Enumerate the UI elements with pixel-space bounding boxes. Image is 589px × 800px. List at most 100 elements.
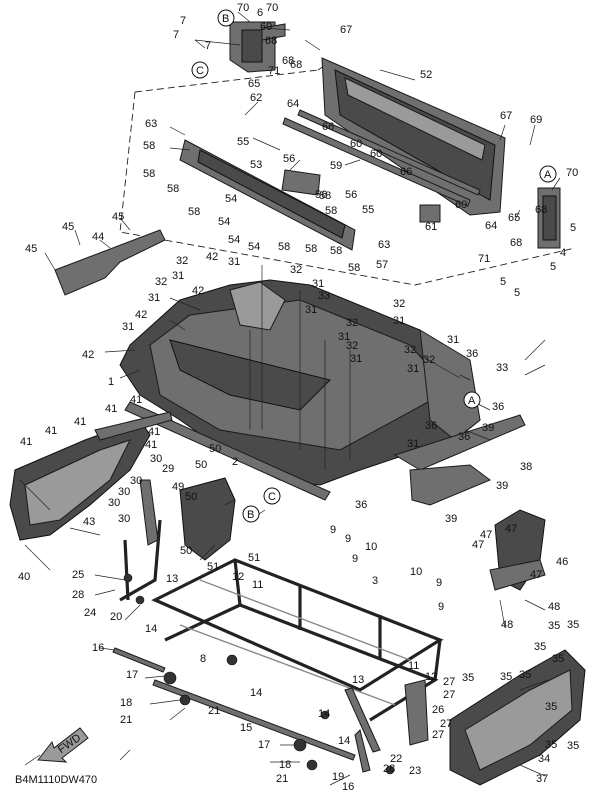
part-number-44: 44 — [92, 231, 104, 243]
part-number-31: 31 — [312, 278, 324, 290]
part-number-35: 35 — [545, 739, 557, 751]
part-number-18: 18 — [279, 759, 291, 771]
cargo-bed — [119, 265, 481, 501]
part-number-7: 7 — [205, 40, 211, 52]
part-number-66: 66 — [322, 121, 334, 133]
part-number-39: 39 — [482, 422, 494, 434]
stabilizer-rod — [152, 679, 356, 761]
part-number-32: 32 — [290, 264, 302, 276]
part-number-13: 13 — [352, 674, 364, 686]
part-number-54: 54 — [218, 216, 230, 228]
hinge-rod — [282, 117, 471, 207]
part-number-35: 35 — [519, 669, 531, 681]
part-number-32: 32 — [404, 344, 416, 356]
part-number-46: 46 — [556, 556, 568, 568]
part-number-3: 3 — [372, 575, 378, 587]
part-number-7: 7 — [180, 15, 186, 27]
part-number-45: 45 — [25, 243, 37, 255]
part-number-47: 47 — [505, 523, 517, 535]
diagram-code: B4M1110DW470 — [15, 774, 97, 786]
part-number-9: 9 — [436, 577, 442, 589]
svg-text:C: C — [196, 65, 204, 77]
part-number-70: 70 — [237, 2, 249, 14]
part-number-58: 58 — [330, 245, 342, 257]
part-number-10: 10 — [365, 541, 377, 553]
part-number-59: 59 — [330, 160, 342, 172]
part-number-41: 41 — [148, 426, 160, 438]
part-number-32: 32 — [393, 298, 405, 310]
part-number-58: 58 — [348, 262, 360, 274]
part-number-36: 36 — [466, 348, 478, 360]
bed-rail — [124, 401, 331, 501]
part-number-40: 40 — [18, 571, 30, 583]
part-number-60: 60 — [350, 138, 362, 150]
part-number-31: 31 — [172, 270, 184, 282]
forward-direction-arrow: FWD — [37, 727, 89, 763]
part-number-11: 11 — [252, 579, 263, 591]
part-number-70: 70 — [566, 167, 578, 179]
part-number-5: 5 — [500, 276, 506, 288]
part-number-31: 31 — [122, 321, 134, 333]
part-number-41: 41 — [105, 403, 117, 415]
part-number-5: 5 — [550, 261, 556, 273]
part-number-19: 19 — [332, 771, 344, 783]
callout-b-top: B — [217, 9, 235, 27]
part-number-58: 58 — [278, 241, 290, 253]
part-number-31: 31 — [447, 334, 459, 346]
part-number-18: 18 — [120, 697, 132, 709]
part-number-35: 35 — [548, 620, 560, 632]
right-fender — [449, 649, 586, 786]
part-number-71: 71 — [478, 253, 490, 265]
part-number-31: 31 — [148, 292, 160, 304]
part-number-20: 20 — [110, 611, 122, 623]
part-number-14: 14 — [318, 708, 330, 720]
part-number-24: 24 — [84, 607, 96, 619]
part-number-42: 42 — [206, 251, 218, 263]
part-number-30: 30 — [150, 453, 162, 465]
part-number-36: 36 — [492, 401, 504, 413]
leader-lines — [19, 11, 561, 786]
part-number-31: 31 — [228, 256, 240, 268]
part-number-10: 10 — [410, 566, 422, 578]
part-number-53: 53 — [250, 159, 262, 171]
part-number-42: 42 — [192, 285, 204, 297]
part-number-67: 67 — [340, 24, 352, 36]
sub-frame — [119, 519, 444, 722]
part-number-60: 60 — [370, 148, 382, 160]
part-number-5: 5 — [570, 222, 576, 234]
part-number-32: 32 — [346, 317, 358, 329]
part-number-27: 27 — [440, 718, 452, 730]
part-number-39: 39 — [445, 513, 457, 525]
part-number-35: 35 — [545, 701, 557, 713]
part-number-27: 27 — [432, 729, 444, 741]
part-number-30: 30 — [118, 513, 130, 525]
part-number-16: 16 — [92, 642, 104, 654]
part-number-58: 58 — [188, 206, 200, 218]
part-number-31: 31 — [393, 315, 405, 327]
part-number-41: 41 — [130, 394, 142, 406]
part-number-69: 69 — [530, 114, 542, 126]
part-number-62: 62 — [250, 92, 262, 104]
part-number-36: 36 — [425, 420, 437, 432]
part-number-55: 55 — [362, 204, 374, 216]
part-number-48: 48 — [501, 619, 513, 631]
part-number-5: 5 — [514, 287, 520, 299]
part-number-14: 14 — [145, 623, 157, 635]
part-number-31: 31 — [305, 304, 317, 316]
part-number-33: 33 — [318, 290, 330, 302]
part-number-56: 56 — [315, 189, 327, 201]
part-number-68: 68 — [290, 59, 302, 71]
part-number-35: 35 — [462, 672, 474, 684]
part-number-47: 47 — [480, 529, 492, 541]
part-number-35: 35 — [534, 641, 546, 653]
part-number-38: 38 — [520, 461, 532, 473]
part-number-56: 56 — [283, 153, 295, 165]
part-number-41: 41 — [145, 439, 157, 451]
part-number-56: 56 — [345, 189, 357, 201]
part-number-42: 42 — [135, 309, 147, 321]
part-number-47: 47 — [472, 539, 484, 551]
part-number-47: 47 — [530, 569, 542, 581]
svg-text:A: A — [468, 395, 476, 407]
